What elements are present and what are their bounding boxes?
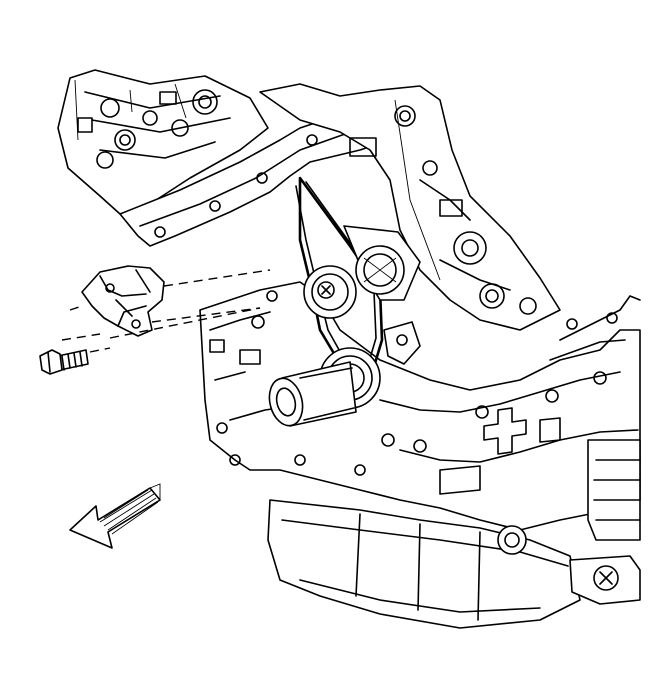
crankshaft-nose — [268, 361, 357, 427]
chain-tensioner — [81, 265, 165, 337]
engine-block — [199, 281, 641, 531]
direction-arrow — [69, 483, 161, 549]
idler-sprocket — [355, 245, 405, 295]
tensioner-shoe — [383, 321, 421, 365]
left-cylinder-head — [57, 69, 269, 215]
right-cylinder-head — [259, 83, 561, 331]
oil-filter — [569, 439, 641, 605]
block-cross-mark — [483, 407, 527, 455]
alignment-lines — [61, 269, 271, 353]
tensioner-bolt — [39, 349, 89, 375]
block-detail-bolts — [229, 290, 618, 495]
camshaft-sprocket — [303, 265, 357, 319]
oil-pan — [267, 499, 581, 629]
